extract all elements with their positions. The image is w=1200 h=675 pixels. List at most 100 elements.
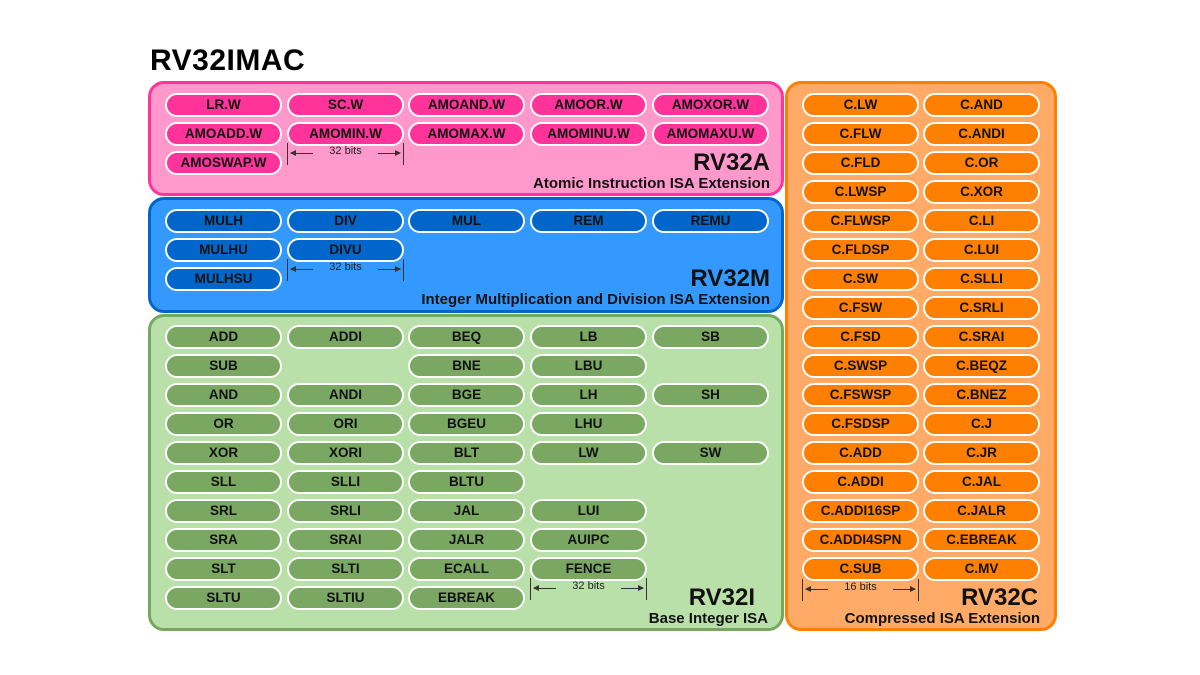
bit-width-label: 32 bits (329, 145, 362, 157)
arrow-right-icon (621, 585, 644, 591)
rv32m-extension-name: RV32M (690, 265, 770, 292)
rv32m-bit-width-indicator: 32 bits (287, 259, 404, 281)
instruction-pill: C.ADD (802, 441, 919, 465)
instruction-pill: LH (530, 383, 647, 407)
instruction-pill: AND (165, 383, 282, 407)
bit-width-tick-right (646, 578, 647, 600)
arrow-left-icon (290, 150, 313, 156)
instruction-pill: C.JALR (923, 499, 1040, 523)
bit-width-tick-right (403, 143, 404, 165)
instruction-pill: MULHSU (165, 267, 282, 291)
instruction-pill: AMOADD.W (165, 122, 282, 146)
instruction-pill: C.LI (923, 209, 1040, 233)
instruction-pill: SLTIU (287, 586, 404, 610)
instruction-pill: C.OR (923, 151, 1040, 175)
instruction-pill: SLLI (287, 470, 404, 494)
instruction-pill: C.FLD (802, 151, 919, 175)
instruction-pill: BLTU (408, 470, 525, 494)
instruction-pill: C.BEQZ (923, 354, 1040, 378)
rv32i-bit-width-indicator: 32 bits (530, 578, 647, 600)
rv32a-bit-width-indicator: 32 bits (287, 143, 404, 165)
instruction-pill: C.SRAI (923, 325, 1040, 349)
instruction-pill: C.FLDSP (802, 238, 919, 262)
instruction-pill: AMOOR.W (530, 93, 647, 117)
instruction-pill: C.ANDI (923, 122, 1040, 146)
bit-width-label: 32 bits (572, 580, 605, 592)
instruction-pill: AMOMAX.W (408, 122, 525, 146)
instruction-pill: EBREAK (408, 586, 525, 610)
instruction-pill: C.SRLI (923, 296, 1040, 320)
instruction-pill: SLTU (165, 586, 282, 610)
instruction-pill: MULHU (165, 238, 282, 262)
arrow-right-icon (378, 150, 401, 156)
instruction-pill: LHU (530, 412, 647, 436)
instruction-pill: C.ADDI16SP (802, 499, 919, 523)
instruction-pill: C.ADDI (802, 470, 919, 494)
bit-width-label: 16 bits (844, 581, 877, 593)
instruction-pill: C.FSD (802, 325, 919, 349)
instruction-pill: REM (530, 209, 647, 233)
diagram-title: RV32IMAC (150, 44, 306, 77)
instruction-pill: AMOAND.W (408, 93, 525, 117)
instruction-pill: C.FLW (802, 122, 919, 146)
instruction-pill: DIV (287, 209, 404, 233)
bit-width-tick-right (403, 259, 404, 281)
instruction-pill: C.JR (923, 441, 1040, 465)
instruction-pill: C.SWSP (802, 354, 919, 378)
instruction-pill: BEQ (408, 325, 525, 349)
instruction-pill: LR.W (165, 93, 282, 117)
instruction-pill: C.FSW (802, 296, 919, 320)
rv32m-extension-description: Integer Multiplication and Division ISA … (421, 291, 770, 308)
instruction-pill: XORI (287, 441, 404, 465)
bit-width-tick-right (918, 579, 919, 601)
bit-width-label: 32 bits (329, 261, 362, 273)
instruction-pill: C.XOR (923, 180, 1040, 204)
instruction-pill: SLL (165, 470, 282, 494)
instruction-pill: AMOSWAP.W (165, 151, 282, 175)
instruction-pill: C.LWSP (802, 180, 919, 204)
instruction-pill: C.FSDSP (802, 412, 919, 436)
instruction-pill: AMOMIN.W (287, 122, 404, 146)
rv32c-extension-name: RV32C (961, 584, 1038, 611)
instruction-pill: SC.W (287, 93, 404, 117)
instruction-pill: SRAI (287, 528, 404, 552)
instruction-pill: SUB (165, 354, 282, 378)
instruction-pill: OR (165, 412, 282, 436)
instruction-pill: AMOXOR.W (652, 93, 769, 117)
rv32a-extension-description: Atomic Instruction ISA Extension (533, 175, 770, 192)
instruction-pill: SRLI (287, 499, 404, 523)
instruction-pill: ECALL (408, 557, 525, 581)
instruction-pill: XOR (165, 441, 282, 465)
rv32i-base-name: RV32I (688, 584, 755, 611)
instruction-pill: BGE (408, 383, 525, 407)
instruction-pill: BGEU (408, 412, 525, 436)
rv32c-extension-description: Compressed ISA Extension (844, 610, 1040, 627)
instruction-pill: FENCE (530, 557, 647, 581)
instruction-pill: SLTI (287, 557, 404, 581)
instruction-pill: C.FLWSP (802, 209, 919, 233)
instruction-pill: REMU (652, 209, 769, 233)
instruction-pill: BNE (408, 354, 525, 378)
instruction-pill: ADDI (287, 325, 404, 349)
bit-width-tick-left (802, 579, 803, 601)
instruction-pill: JALR (408, 528, 525, 552)
instruction-pill: C.LW (802, 93, 919, 117)
instruction-pill: C.BNEZ (923, 383, 1040, 407)
instruction-pill: SRA (165, 528, 282, 552)
instruction-pill: C.ADDI4SPN (802, 528, 919, 552)
bit-width-tick-left (287, 143, 288, 165)
bit-width-tick-left (287, 259, 288, 281)
instruction-pill: C.LUI (923, 238, 1040, 262)
instruction-pill: C.JAL (923, 470, 1040, 494)
rv32c-bit-width-indicator: 16 bits (802, 579, 919, 601)
instruction-pill: SLT (165, 557, 282, 581)
instruction-pill: LBU (530, 354, 647, 378)
arrow-left-icon (805, 586, 828, 592)
arrow-left-icon (290, 266, 313, 272)
instruction-pill: DIVU (287, 238, 404, 262)
instruction-pill: JAL (408, 499, 525, 523)
instruction-pill: ANDI (287, 383, 404, 407)
instruction-pill: LB (530, 325, 647, 349)
instruction-pill: LW (530, 441, 647, 465)
instruction-pill: ORI (287, 412, 404, 436)
